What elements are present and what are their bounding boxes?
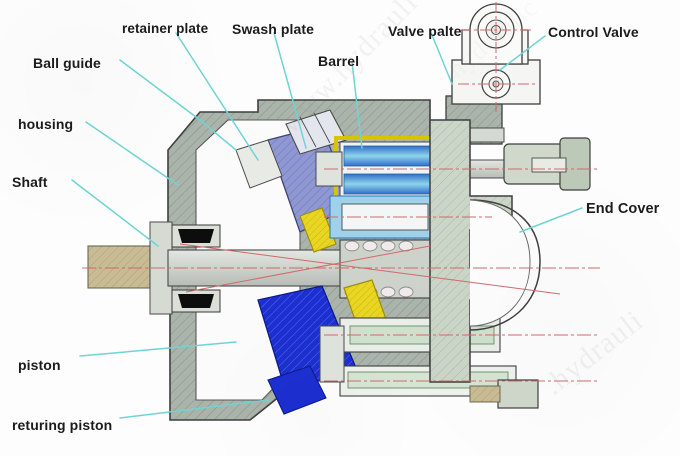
leader-end-cover xyxy=(519,207,583,233)
label-housing: housing xyxy=(18,116,74,132)
leader-returning-piston xyxy=(119,399,269,419)
end-cover xyxy=(429,119,591,409)
label-returning-piston: returing piston xyxy=(12,417,113,433)
leader-ball-guide xyxy=(119,59,237,151)
label-control-valve: Control Valve xyxy=(548,24,639,40)
leader-swash-plate xyxy=(273,32,307,149)
label-end-cover: End Cover xyxy=(586,201,660,217)
leader-piston xyxy=(79,341,237,357)
ball-guide-block xyxy=(235,139,283,189)
leader-lines xyxy=(71,29,583,419)
label-retainer-plate: retainer plate xyxy=(122,21,209,36)
cylinder-barrel-upper xyxy=(315,136,533,204)
leader-retainer-plate xyxy=(175,32,259,161)
centerlines xyxy=(82,168,600,382)
control-valve-assembly xyxy=(451,2,541,112)
label-shaft: Shaft xyxy=(12,174,48,190)
label-swash-plate: Swash plate xyxy=(232,21,315,37)
label-barrel: Barrel xyxy=(318,53,360,69)
leader-housing xyxy=(85,121,179,186)
leader-control-valve xyxy=(499,35,546,71)
leader-barrel xyxy=(351,61,363,149)
retainer-plate-upper xyxy=(299,207,337,253)
label-ball-guide: Ball guide xyxy=(33,55,101,71)
leader-shaft xyxy=(71,179,159,247)
label-piston: piston xyxy=(18,357,61,373)
leader-valve-plate xyxy=(429,29,453,85)
label-valve-plate: Valve palte xyxy=(388,23,462,39)
